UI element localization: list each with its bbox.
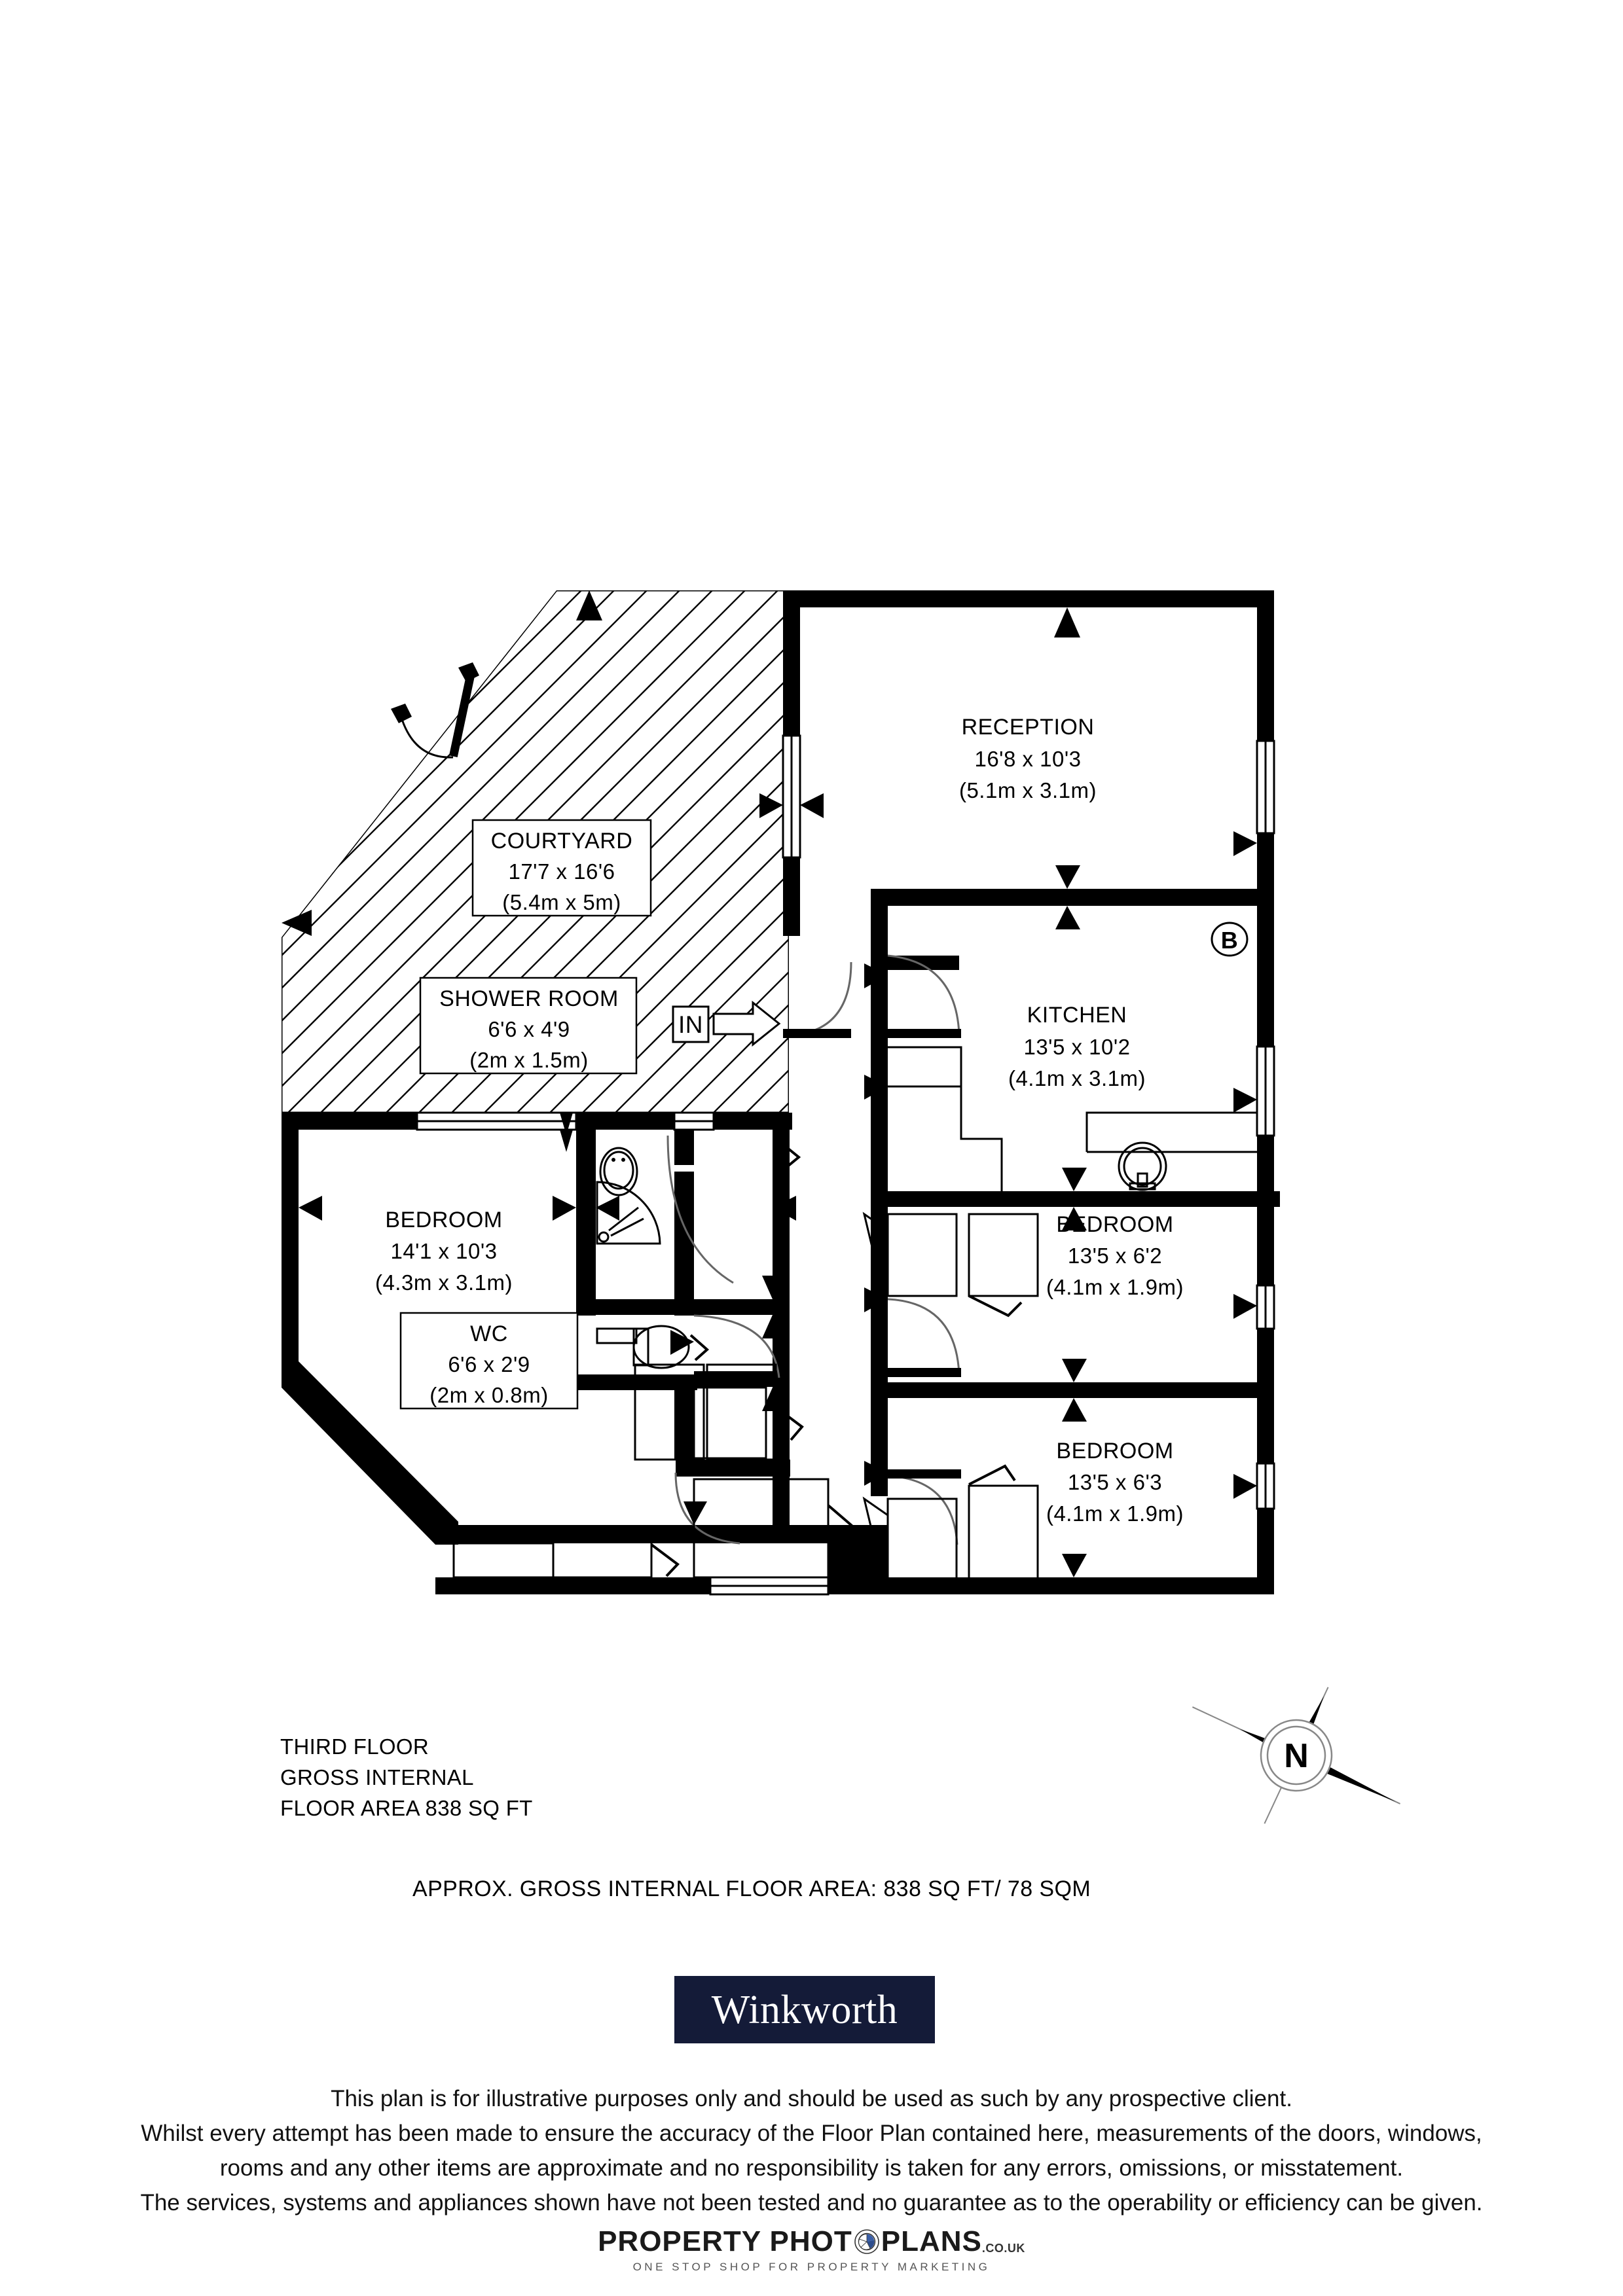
disclaimer-line-2: Whilst every attempt has been made to en… <box>141 2121 1482 2146</box>
bedroom-middle-name: BEDROOM <box>1056 1212 1173 1237</box>
ppp-logo-tld: .CO.UK <box>981 2242 1025 2255</box>
room-label-reception: RECEPTION 16'8 x 10'3 (5.1m x 3.1m) <box>959 715 1097 802</box>
info-line-3: FLOOR AREA 838 SQ FT <box>280 1796 533 1820</box>
bedroom-middle-metric: (4.1m x 1.9m) <box>1046 1275 1184 1299</box>
wc-metric: (2m x 0.8m) <box>429 1383 549 1407</box>
approx-floor-area: APPROX. GROSS INTERNAL FLOOR AREA: 838 S… <box>412 1876 1091 1901</box>
fixtures <box>426 1046 1257 1582</box>
bedroom-middle-imperial: 13'5 x 6'2 <box>1068 1244 1162 1268</box>
reception-imperial: 16'8 x 10'3 <box>974 747 1081 771</box>
wc-imperial: 6'6 x 2'9 <box>448 1352 530 1376</box>
bedroom-lower-metric: (4.1m x 1.9m) <box>1046 1501 1184 1526</box>
bedroom-main-name: BEDROOM <box>385 1208 502 1232</box>
room-label-bedroom-lower: BEDROOM 13'5 x 6'3 (4.1m x 1.9m) <box>1046 1439 1184 1526</box>
ppp-logo-part1: PROPERTY PHOT <box>598 2225 852 2257</box>
bedroom-main-imperial: 14'1 x 10'3 <box>390 1239 497 1263</box>
bedroom-lower-imperial: 13'5 x 6'3 <box>1068 1470 1162 1494</box>
reception-metric: (5.1m x 3.1m) <box>959 778 1097 802</box>
courtyard-name: COURTYARD <box>491 829 633 853</box>
room-label-bedroom-main: BEDROOM 14'1 x 10'3 (4.3m x 3.1m) <box>375 1208 513 1295</box>
room-label-bedroom-middle: BEDROOM 13'5 x 6'2 (4.1m x 1.9m) <box>1046 1212 1184 1299</box>
courtyard-imperial: 17'7 x 16'6 <box>508 859 615 884</box>
dimension-arrow-markers <box>282 590 1257 1577</box>
info-line-2: GROSS INTERNAL <box>280 1765 474 1789</box>
entrance-label: IN <box>678 1011 703 1038</box>
camera-aperture-icon <box>854 2229 880 2255</box>
ppp-logo-tagline: ONE STOP SHOP FOR PROPERTY MARKETING <box>632 2261 991 2273</box>
room-label-shower-room: SHOWER ROOM 6'6 x 4'9 (2m x 1.5m) <box>419 977 638 1075</box>
disclaimer-block: This plan is for illustrative purposes o… <box>0 2081 1623 2220</box>
bedroom-main-metric: (4.3m x 3.1m) <box>375 1270 513 1295</box>
winkworth-logo-text: Winkworth <box>711 1987 898 2032</box>
room-label-courtyard: COURTYARD 17'7 x 16'6 (5.4m x 5m) <box>471 819 652 917</box>
boiler-label: B <box>1221 927 1239 954</box>
shower-room-name: SHOWER ROOM <box>439 986 619 1011</box>
entrance-in-marker: IN <box>672 1000 781 1047</box>
reception-name: RECEPTION <box>962 715 1095 740</box>
courtyard-gate-symbol <box>391 662 479 759</box>
room-label-kitchen: KITCHEN 13'5 x 10'2 (4.1m x 3.1m) <box>1008 1003 1146 1090</box>
disclaimer-line-1: This plan is for illustrative purposes o… <box>331 2086 1292 2111</box>
disclaimer-line-4: The services, systems and appliances sho… <box>140 2190 1483 2215</box>
shower-room-metric: (2m x 1.5m) <box>469 1048 589 1072</box>
structural-walls <box>282 590 1280 1594</box>
bedroom-lower-name: BEDROOM <box>1056 1439 1173 1463</box>
door-swings <box>666 954 961 1545</box>
boiler-marker: B <box>1211 922 1249 957</box>
kitchen-name: KITCHEN <box>1027 1003 1127 1028</box>
winkworth-logo: Winkworth <box>674 1976 935 2043</box>
property-photo-plans-logo: PROPERTY PHOT PLANS .CO.UK ONE STOP SHOP… <box>0 2225 1623 2274</box>
windows <box>416 734 1275 1596</box>
courtyard-hatch-area <box>282 590 789 1113</box>
info-line-1: THIRD FLOOR <box>280 1734 429 1759</box>
floor-info-block: THIRD FLOOR GROSS INTERNAL FLOOR AREA 83… <box>280 1734 533 1820</box>
shower-room-imperial: 6'6 x 4'9 <box>488 1017 570 1041</box>
kitchen-metric: (4.1m x 3.1m) <box>1008 1066 1146 1090</box>
courtyard-metric: (5.4m x 5m) <box>502 890 621 914</box>
disclaimer-line-3: rooms and any other items are approximat… <box>219 2155 1404 2181</box>
ppp-logo-part2: PLANS <box>881 2225 982 2257</box>
wc-name: WC <box>470 1321 508 1346</box>
room-label-wc: WC 6'6 x 2'9 (2m x 0.8m) <box>399 1312 579 1410</box>
kitchen-imperial: 13'5 x 10'2 <box>1023 1035 1130 1059</box>
compass-rose: N <box>1192 1687 1401 1824</box>
compass-north-label: N <box>1284 1737 1309 1775</box>
